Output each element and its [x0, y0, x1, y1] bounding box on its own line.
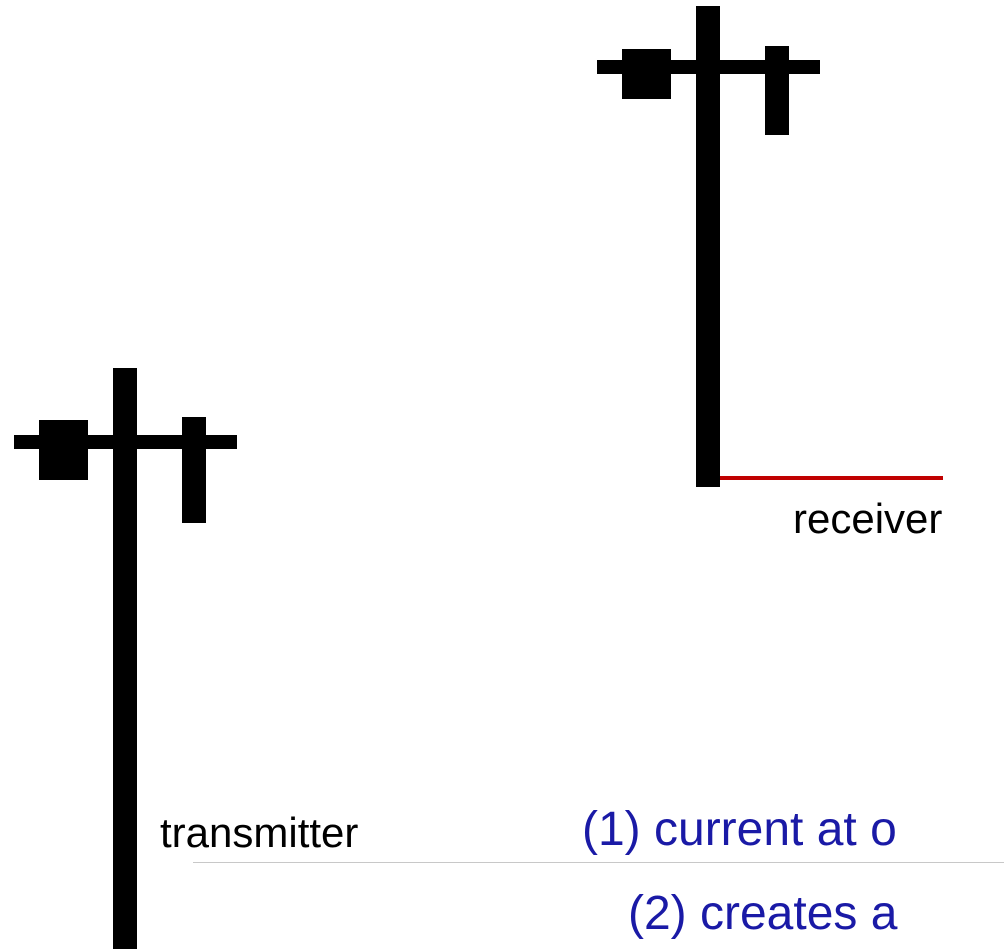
caption-step-2: (2) creates a: [628, 887, 898, 940]
transmitter-left-insulator: [39, 420, 88, 480]
caption-step-1: (1) current at o: [582, 803, 897, 856]
receiver-wire: [720, 476, 943, 480]
transmitter-right-insulator: [182, 417, 206, 523]
receiver-label: receiver: [793, 495, 943, 542]
transmitter-mast: [113, 368, 137, 949]
receiver-right-insulator: [765, 46, 789, 135]
transmitter-label: transmitter: [160, 809, 359, 856]
receiver-mast: [696, 6, 720, 487]
receiver-left-insulator: [622, 49, 671, 99]
caption-divider: [193, 862, 1004, 863]
